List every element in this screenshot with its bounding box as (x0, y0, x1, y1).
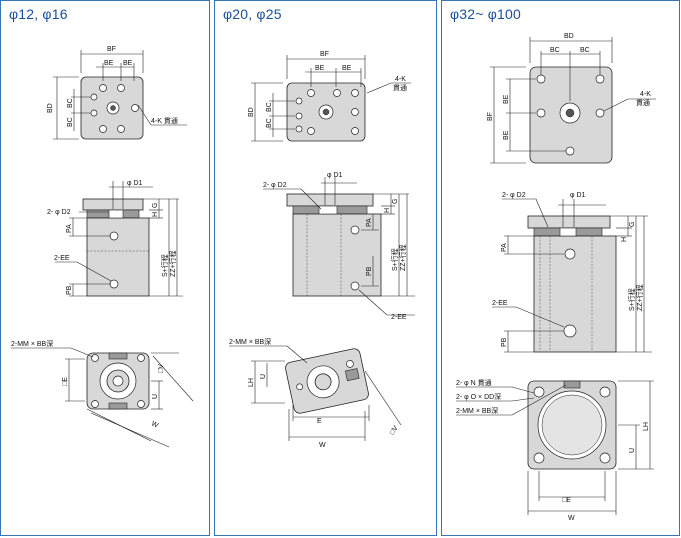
label-be-2: BE (503, 130, 510, 140)
panel-small-bore: φ12, φ16 BF BE BE BD BC BC 4-K 貫通 (0, 0, 210, 536)
label-k: 4-K (395, 76, 406, 83)
label-ee: 2-EE (391, 314, 407, 321)
label-sq-v: □V (158, 364, 165, 373)
label-k-through: 貫通 (636, 98, 650, 107)
label-w: W (150, 420, 159, 429)
label-be-2: BE (123, 60, 133, 67)
panel-large-bore: φ32~ φ100 BD BC BC 4-K 貫通 BF BE BE (441, 0, 680, 536)
label-be-1: BE (104, 60, 114, 67)
drawing-medium-bore: BF BE BE 4-K 貫通 BD BC BC φ D1 (229, 51, 415, 449)
label-u: U (629, 448, 636, 453)
panel-title: φ32~ φ100 (450, 6, 521, 22)
label-bc-1: BC (266, 102, 273, 112)
label-zz: ZZ+行程 (635, 284, 644, 311)
label-bf: BF (107, 46, 116, 53)
label-w: W (568, 515, 575, 522)
label-k-through: 貫通 (393, 83, 407, 92)
panel-medium-bore: φ20, φ25 BF BE BE 4-K 貫通 BD BC BC (214, 0, 437, 536)
label-d1: φ D1 (127, 180, 143, 187)
label-w: W (319, 442, 326, 449)
label-d2: 2- φ D2 (47, 209, 71, 216)
label-pb: PB (366, 266, 373, 276)
label-be-1: BE (503, 94, 510, 104)
label-sq-e: □E (562, 497, 571, 504)
label-mm: 2-MM × BB深 (11, 339, 53, 348)
label-zz: ZZ+行程 (398, 244, 407, 271)
label-h: H (384, 208, 391, 213)
label-s: S+行程 (160, 254, 169, 277)
label-s: S+行程 (627, 288, 636, 311)
label-h: H (152, 212, 159, 217)
label-s: S+行程 (390, 248, 399, 271)
label-e: E (317, 418, 322, 425)
label-be-2: BE (342, 65, 352, 72)
label-bf: BF (487, 112, 494, 121)
bottom-view: 2-MM × BB深 LH U E W □V (229, 337, 402, 449)
label-h: H (621, 237, 628, 242)
label-lh: LH (248, 378, 255, 387)
top-view: BD BC BC 4-K 貫通 BF BE BE (487, 33, 656, 164)
label-n: 2- φ N 貫通 (456, 378, 492, 387)
label-pb: PB (66, 285, 73, 295)
label-bc-2: BC (266, 118, 273, 128)
top-view: BF BE BE BD BC BC 4-K 貫通 (47, 46, 187, 140)
label-g: G (392, 199, 399, 204)
label-ee: 2-EE (492, 300, 508, 307)
top-view: BF BE BE 4-K 貫通 BD BC BC (248, 51, 411, 142)
label-bd: BD (564, 33, 574, 40)
label-g: G (629, 222, 636, 227)
side-view: φ D1 2- φ D2 H G S+行程 ZZ+行程 PA PB 2-EE (492, 192, 652, 353)
label-bc-2: BC (67, 117, 74, 127)
label-d2: 2- φ D2 (502, 192, 526, 199)
panel-title: φ20, φ25 (223, 6, 282, 22)
panel-title: φ12, φ16 (9, 6, 68, 22)
label-sq-e: □E (62, 377, 69, 386)
label-sq-v: □V (389, 425, 400, 437)
label-pa: PA (66, 224, 73, 233)
label-pa: PA (501, 243, 508, 252)
label-bc-1: BC (67, 98, 74, 108)
drawing-small-bore: BF BE BE BD BC BC 4-K 貫通 φ D1 2- (11, 46, 194, 448)
drawing-large-bore: BD BC BC 4-K 貫通 BF BE BE (456, 33, 656, 522)
label-d2: 2- φ D2 (263, 182, 287, 189)
side-view: φ D1 2- φ D2 H G S+行程 ZZ+行程 PA PB 2-EE (47, 180, 183, 297)
label-pa: PA (366, 218, 373, 227)
bottom-view: 2- φ N 貫通 2- φ O × DD深 2-MM × BB深 LH U □… (456, 378, 654, 522)
label-bc-2: BC (580, 47, 590, 54)
label-k: 4-K 貫通 (151, 116, 178, 125)
label-pb: PB (501, 337, 508, 347)
label-g: G (152, 203, 159, 208)
label-mm: 2-MM × BB深 (456, 406, 498, 415)
label-bc-1: BC (550, 47, 560, 54)
label-bf: BF (320, 51, 329, 58)
label-u: U (152, 394, 159, 399)
label-lh: LH (643, 422, 650, 431)
label-u: U (260, 374, 267, 379)
bottom-view: 2-MM × BB深 □E U □V W (11, 339, 194, 448)
label-mm: 2-MM × BB深 (229, 337, 271, 346)
label-ee: 2-EE (54, 255, 70, 262)
label-d1: φ D1 (570, 192, 586, 199)
label-d1: φ D1 (327, 172, 343, 179)
label-o: 2- φ O × DD深 (456, 392, 501, 401)
label-bd: BD (47, 103, 54, 113)
label-bd: BD (248, 107, 255, 117)
label-be-1: BE (315, 65, 325, 72)
side-view: φ D1 2- φ D2 H G PA PB S+行程 ZZ+行程 2-EE (263, 172, 415, 321)
label-zz: ZZ+行程 (168, 250, 177, 277)
label-k: 4-K (640, 91, 651, 98)
